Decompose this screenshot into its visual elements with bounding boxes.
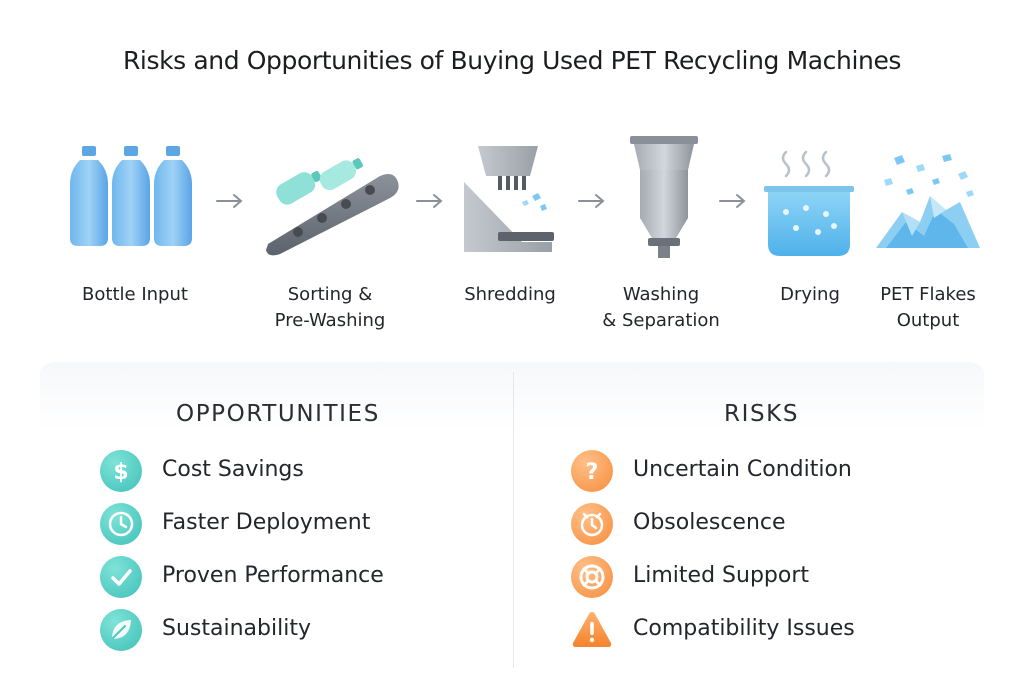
dollar-icon: $ (100, 450, 142, 492)
step-label-washing-separation: Washing & Separation (602, 284, 720, 331)
arrow-icon (215, 193, 245, 213)
bottle-icon (70, 140, 200, 259)
opportunity-label: Proven Performance (162, 563, 384, 588)
step-label-bottle-input: Bottle Input (82, 284, 188, 305)
check-icon (100, 556, 142, 598)
risks-title: RISKS (724, 401, 800, 427)
opportunities-title: OPPORTUNITIES (176, 401, 380, 427)
page-title: Risks and Opportunities of Buying Used P… (122, 46, 902, 75)
arrow-icon (415, 193, 445, 213)
opportunity-label: Sustainability (162, 616, 311, 641)
risk-label: Obsolescence (633, 510, 786, 535)
arrow-icon (718, 193, 748, 213)
step-label-pet-flakes-output: PET Flakes Output (880, 284, 976, 331)
lifebuoy-icon (571, 556, 613, 598)
risk-label: Uncertain Condition (633, 457, 852, 482)
risk-label: Compatibility Issues (633, 616, 855, 641)
svg-text:$: $ (113, 460, 128, 485)
flakes-icon (872, 150, 984, 258)
shredder-icon (460, 142, 560, 264)
opportunity-label: Cost Savings (162, 457, 304, 482)
svg-text:?: ? (586, 460, 599, 485)
clock-icon (571, 503, 613, 545)
question-icon: ? (571, 450, 613, 492)
opportunity-label: Faster Deployment (162, 510, 371, 535)
conveyor-icon (262, 146, 402, 262)
risk-label: Limited Support (633, 563, 809, 588)
step-label-drying: Drying (780, 284, 840, 305)
step-label-sorting-pre-washing: Sorting & Pre-Washing (274, 284, 386, 331)
washing-tank-icon (626, 134, 702, 266)
panel-divider (513, 372, 514, 668)
comparison-panel (40, 362, 984, 672)
clock-icon (100, 503, 142, 545)
drying-tank-icon (762, 150, 858, 264)
leaf-icon (100, 609, 142, 651)
step-label-shredding: Shredding (464, 284, 556, 305)
arrow-icon (577, 193, 607, 213)
warning-icon (571, 609, 613, 651)
